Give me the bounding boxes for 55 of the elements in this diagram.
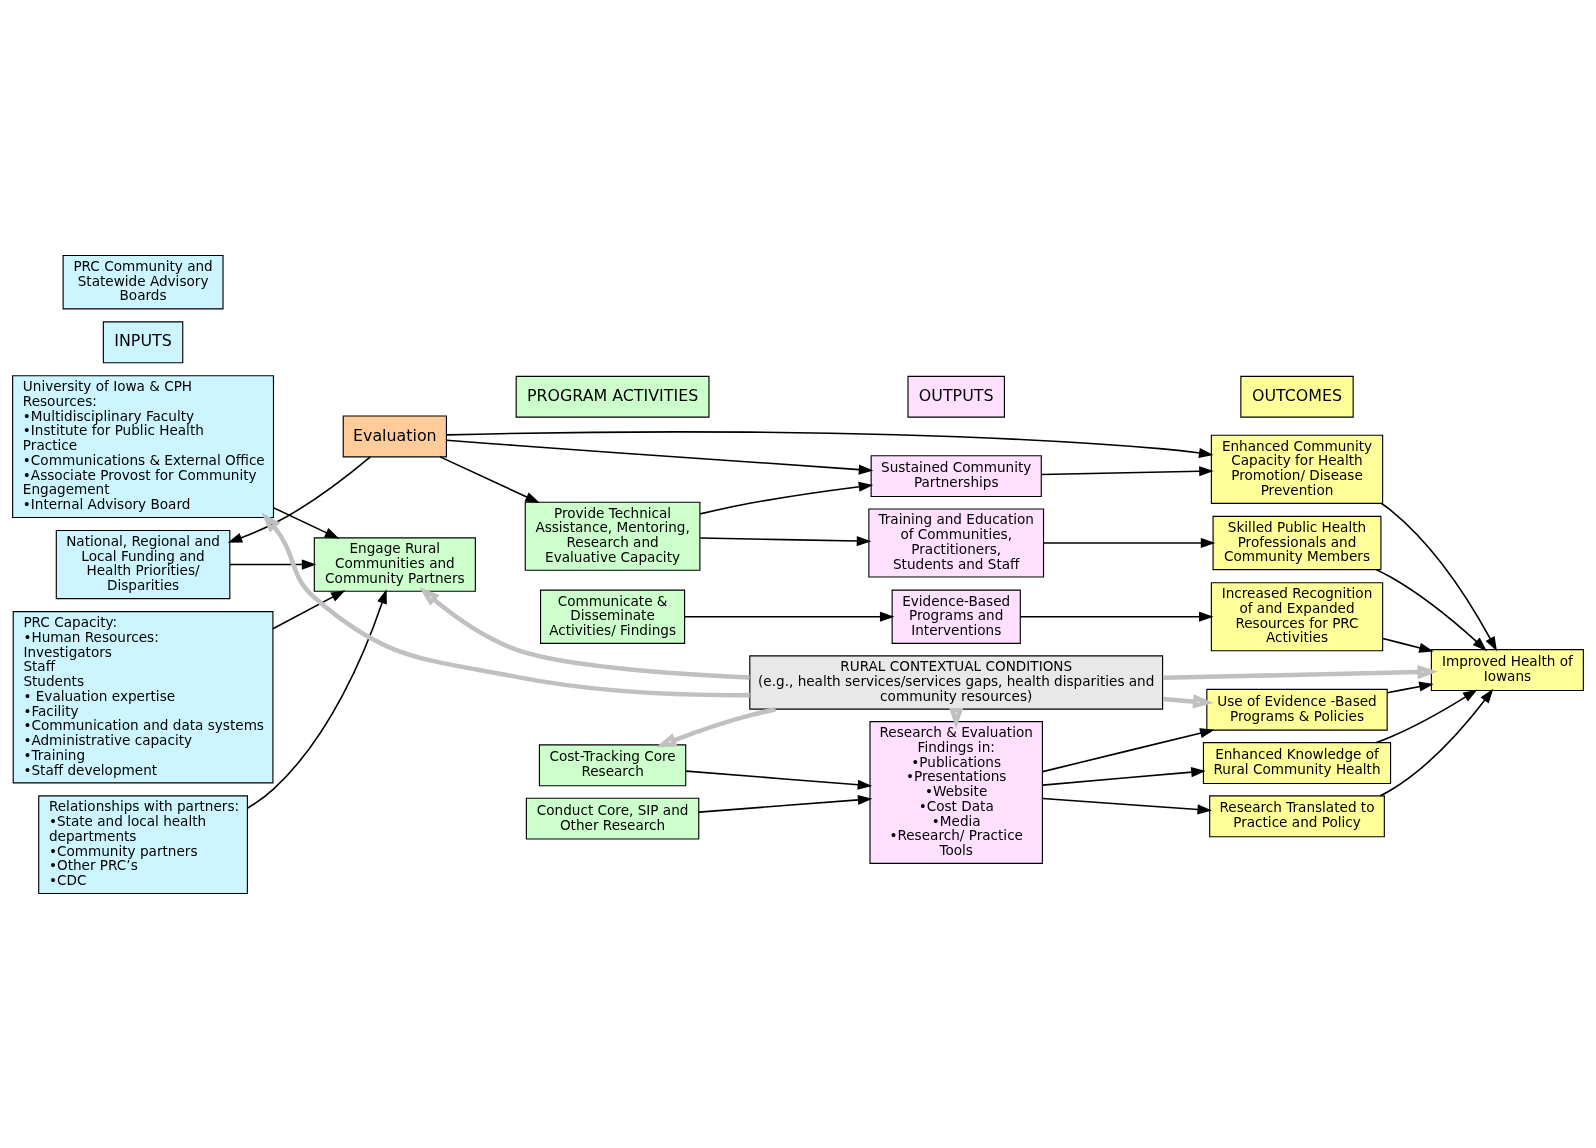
node-box: Evaluation [342, 414, 447, 457]
node-box: INPUTS [102, 320, 184, 363]
arrow [1041, 797, 1212, 814]
node-box: Cost-Tracking Core Research [538, 743, 687, 786]
node-box: Enhanced Knowledge of Rural Community Health [1202, 741, 1392, 784]
node-box: Use of Evidence -Based Programs & Policies [1206, 688, 1388, 731]
arrow [684, 611, 895, 622]
node-box: Training and Education of Communities, Practitioners, Students and Staff [868, 507, 1045, 578]
arrow [685, 769, 873, 790]
arrow [445, 430, 1214, 458]
arrow [246, 588, 387, 809]
node-box: PROGRAM ACTIVITIES [515, 375, 710, 418]
arrow [1040, 465, 1214, 476]
arrow [699, 481, 874, 515]
arrow [272, 506, 340, 539]
node-box: Evidence-Based Programs and Interventions [891, 589, 1021, 644]
node-box: PRC Community and Statewide Advisory Boards [62, 254, 224, 309]
arrow [698, 794, 873, 813]
node-box: Conduct Core, SIP and Other Research [525, 797, 700, 840]
arrow [1162, 664, 1438, 680]
node-box: Communicate & Disseminate Activities/ Findings [540, 589, 686, 644]
node-box: Improved Health of Iowans [1430, 648, 1584, 691]
node-box: Skilled Public Health Professionals and Community Members [1212, 515, 1382, 570]
node-box: Engage Rural Communities and Community Partners [313, 536, 476, 592]
arrow [439, 455, 540, 503]
arrow [261, 512, 750, 697]
node-box: University of Iowa & CPH Resources: •Multidisciplinary Faculty •Institute for Public Health Practice •Communications & External Office •Associate Provost for Community Engagement •Internal Advisory Board [12, 374, 275, 518]
node-box: Provide Technical Assistance, Mentoring, Research and Evaluative Capacity [524, 501, 701, 571]
node-box: PRC Capacity: •Human Resources: Investigators Staff Students • Evaluation expertise •Facility •Communication and data systems •Administrative capacity •Training •Staff development [12, 610, 274, 783]
arrow [272, 589, 346, 630]
arrow [1019, 611, 1214, 622]
arrow [1375, 688, 1478, 743]
node-box: Sustained Community Partnerships [870, 454, 1042, 497]
arrow [1379, 688, 1494, 797]
arrow [656, 706, 776, 747]
node-box: Research Translated to Practice and Policy [1209, 794, 1385, 837]
arrow [229, 559, 317, 570]
node-box: Enhanced Community Capacity for Health Promotion/ Disease Prevention [1210, 434, 1384, 504]
arrow [1162, 693, 1214, 709]
arrow [445, 439, 874, 475]
node-box: Relationships with partners: •State and local health departments •Community partners •Other PRC’s •CDC [38, 794, 248, 894]
arrow [1042, 537, 1216, 548]
arrow [1375, 568, 1487, 651]
arrow [1382, 637, 1434, 653]
node-box: National, Regional and Local Funding and Health Priorities/ Disparities [55, 529, 231, 599]
arrow [227, 455, 372, 543]
arrow [1041, 727, 1215, 772]
node-box: Research & Evaluation Findings in: •Publications •Presentations •Website •Cost Data •Media •Research/ Practice Tools [869, 720, 1043, 864]
arrow [1386, 681, 1434, 694]
node-box: OUTCOMES [1240, 375, 1354, 418]
node-box: Increased Recognition of and Expanded Resources for PRC Activities [1210, 581, 1384, 651]
arrow [1380, 502, 1497, 651]
node-box: OUTPUTS [907, 375, 1005, 418]
arrow [699, 535, 872, 546]
arrow [1041, 766, 1206, 786]
